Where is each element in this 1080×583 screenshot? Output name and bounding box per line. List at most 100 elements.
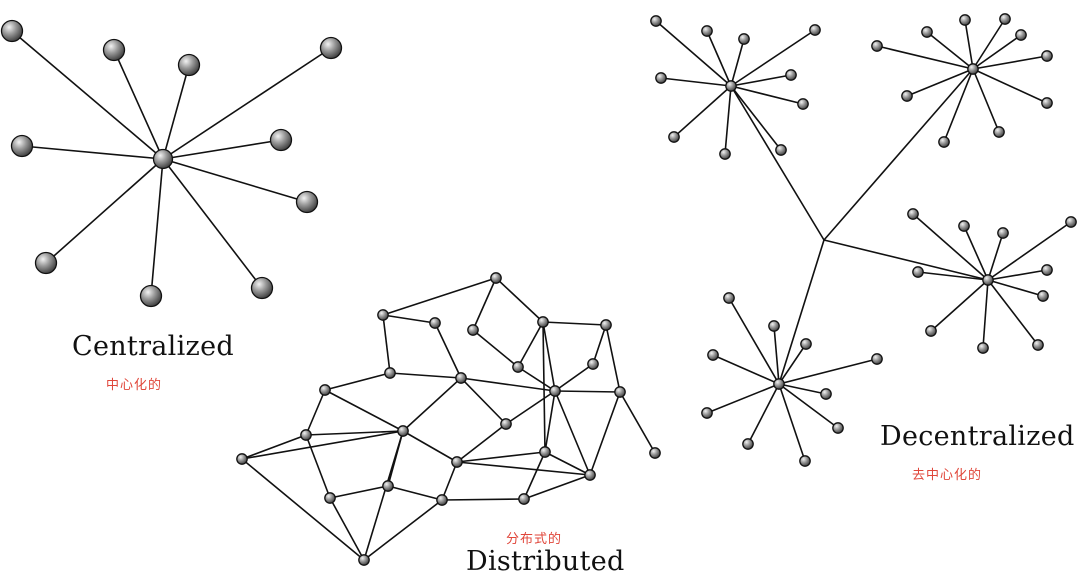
decentralized-edge bbox=[972, 55, 1048, 70]
decentralized-edge bbox=[987, 232, 1004, 281]
decentralized-node bbox=[1041, 264, 1053, 276]
decentralized-node bbox=[768, 320, 780, 332]
decentralized-trunk-edge bbox=[730, 85, 825, 241]
distributed-edge bbox=[441, 498, 525, 501]
distributed-node bbox=[584, 469, 596, 481]
decentralized-edge bbox=[747, 383, 780, 445]
distributed-edge bbox=[324, 372, 391, 391]
decentralized-node bbox=[719, 148, 731, 160]
distributed-node bbox=[455, 372, 467, 384]
centralized-edge bbox=[162, 139, 282, 160]
decentralized-node bbox=[999, 13, 1011, 25]
decentralized-edge bbox=[730, 38, 745, 87]
distributed-edge bbox=[382, 314, 391, 374]
distributed-edge bbox=[517, 321, 544, 368]
centralized-edge bbox=[21, 145, 164, 160]
decentralized-trunk-edge bbox=[778, 239, 825, 385]
distributed-edge bbox=[305, 430, 404, 436]
centralized-edge bbox=[162, 64, 190, 160]
decentralized-edge bbox=[778, 383, 839, 429]
distributed-edge bbox=[456, 423, 507, 463]
distributed-node bbox=[319, 384, 331, 396]
edges-layer bbox=[11, 18, 1072, 561]
distributed-node bbox=[324, 492, 336, 504]
decentralized-node bbox=[1032, 339, 1044, 351]
distributed-edge bbox=[241, 434, 307, 460]
decentralized-title: Decentralized bbox=[880, 421, 1075, 452]
decentralized-node bbox=[959, 14, 971, 26]
distributed-node bbox=[236, 453, 248, 465]
decentralized-trunk-edge bbox=[823, 68, 974, 241]
distributed-node bbox=[512, 361, 524, 373]
decentralized-edge bbox=[730, 85, 804, 105]
distributed-edge bbox=[605, 324, 621, 393]
decentralized-node bbox=[921, 26, 933, 38]
decentralized-node bbox=[871, 353, 883, 365]
decentralized-node bbox=[797, 98, 809, 110]
distributed-edge bbox=[495, 277, 544, 323]
distributed-edge bbox=[592, 324, 607, 365]
distributed-edge bbox=[329, 485, 389, 499]
distributed-edge bbox=[363, 430, 404, 561]
distributed-node bbox=[377, 309, 389, 321]
decentralized-edge bbox=[673, 85, 732, 138]
decentralized-edge bbox=[778, 358, 878, 385]
decentralized-node bbox=[871, 40, 883, 52]
distributed-edge bbox=[329, 497, 365, 561]
centralized-subtitle: 中心化的 bbox=[106, 378, 163, 393]
distributed-edge bbox=[441, 461, 458, 501]
distributed-node bbox=[649, 447, 661, 459]
centralized-hub-node bbox=[152, 148, 174, 170]
distributed-node bbox=[490, 272, 502, 284]
centralized-edge bbox=[162, 158, 308, 203]
centralized-edge bbox=[150, 158, 164, 297]
decentralized-edge bbox=[906, 68, 974, 97]
centralized-edge bbox=[162, 158, 263, 289]
decentralized-node bbox=[800, 338, 812, 350]
decentralized-edge bbox=[712, 354, 780, 385]
centralized-edge bbox=[45, 158, 164, 264]
distributed-edge bbox=[554, 363, 594, 392]
distributed-edge bbox=[387, 485, 443, 501]
decentralized-hub-node bbox=[773, 378, 785, 390]
decentralized-edge bbox=[926, 31, 974, 70]
distributed-edge bbox=[542, 321, 546, 453]
decentralized-node bbox=[1065, 216, 1077, 228]
distributed-node bbox=[539, 446, 551, 458]
decentralized-node bbox=[650, 15, 662, 27]
distributed-edge bbox=[523, 451, 546, 500]
decentralized-node bbox=[668, 131, 680, 143]
decentralized-edge bbox=[778, 383, 827, 395]
distributed-edge bbox=[402, 430, 458, 463]
decentralized-node bbox=[993, 126, 1005, 138]
distributed-node bbox=[429, 317, 441, 329]
distributed-edge bbox=[382, 314, 436, 324]
decentralized-edge bbox=[982, 279, 989, 349]
decentralized-edge bbox=[728, 297, 780, 385]
decentralized-node bbox=[958, 220, 970, 232]
distributed-edge bbox=[389, 372, 462, 379]
distributed-node bbox=[436, 494, 448, 506]
centralized-node bbox=[139, 284, 163, 308]
distributed-node bbox=[600, 319, 612, 331]
distributed-edge bbox=[542, 321, 607, 326]
distributed-node bbox=[549, 385, 561, 397]
distributed-edge bbox=[472, 329, 519, 368]
decentralized-edge bbox=[917, 271, 989, 281]
distributed-edge bbox=[619, 391, 656, 454]
decentralized-edge bbox=[972, 68, 1048, 104]
decentralized-subtitle: 去中心化的 bbox=[912, 468, 983, 483]
decentralized-edge bbox=[930, 279, 989, 332]
decentralized-edge bbox=[730, 85, 782, 151]
decentralized-hub-node bbox=[725, 80, 737, 92]
decentralized-edge bbox=[655, 20, 732, 87]
centralized-edge bbox=[162, 47, 332, 160]
centralized-edge bbox=[11, 30, 164, 160]
decentralized-edge bbox=[964, 19, 974, 70]
distributed-edge bbox=[460, 377, 556, 392]
distributed-edge bbox=[544, 390, 556, 453]
decentralized-edge bbox=[724, 85, 732, 155]
decentralized-node bbox=[742, 438, 754, 450]
centralized-title: Centralized bbox=[72, 331, 234, 362]
